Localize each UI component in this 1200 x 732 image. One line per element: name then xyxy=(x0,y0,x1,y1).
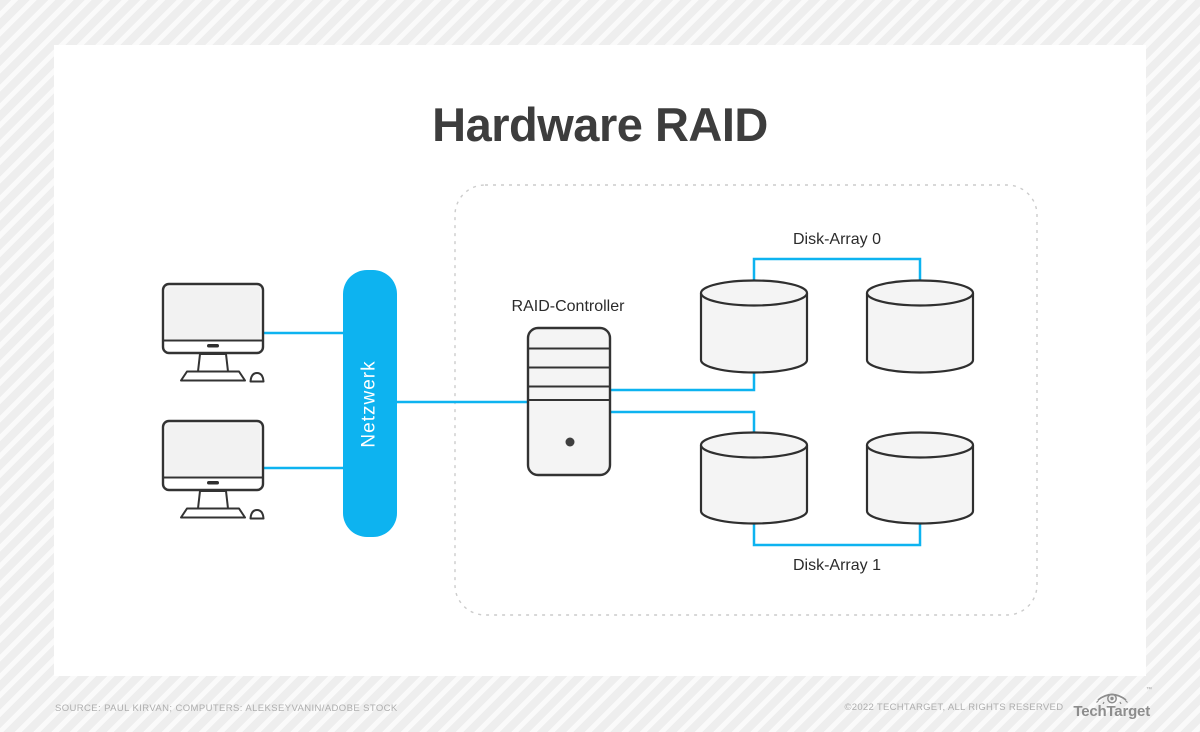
connector-controller-array0 xyxy=(610,371,756,392)
diagram-canvas xyxy=(161,184,1038,616)
mouse-icon xyxy=(249,372,265,383)
server-tower-icon xyxy=(526,326,612,477)
connector-controller-array1 xyxy=(610,410,756,435)
disk-cylinder-icon xyxy=(865,279,975,374)
network-bar: Netzwerk xyxy=(343,270,397,537)
disk-cylinder-icon xyxy=(699,279,809,374)
mouse-icon xyxy=(249,509,265,520)
techtarget-logo: TechTarget ™ xyxy=(1073,687,1152,720)
disk-array-0-label: Disk-Array 0 xyxy=(792,231,881,248)
source-credit: SOURCE: PAUL KIRVAN; COMPUTERS: ALEKSEYV… xyxy=(55,703,398,714)
diagram-title: Hardware RAID xyxy=(432,98,768,151)
disk-cylinder-icon xyxy=(865,431,975,525)
raid-controller-label: RAID-Controller xyxy=(511,298,625,315)
raid-dashed-boundary xyxy=(454,184,1038,616)
desktop-computer-icon xyxy=(161,419,265,520)
copyright-text: ©2022 TECHTARGET, ALL RIGHTS RESERVED xyxy=(844,701,1064,713)
logo-wordmark: TechTarget xyxy=(1073,703,1150,720)
eye-icon xyxy=(1095,693,1128,704)
footer-right: ©2022 TECHTARGET, ALL RIGHTS RESERVED Te… xyxy=(844,686,1152,722)
diagram-card: Hardware RAID xyxy=(54,45,1146,676)
power-button-icon xyxy=(565,437,575,447)
disk-array-1-label: Disk-Array 1 xyxy=(792,557,881,574)
connector-array0-disks xyxy=(752,257,922,285)
connector-lines xyxy=(259,257,922,547)
trademark-symbol: ™ xyxy=(1146,687,1152,693)
desktop-computer-icon xyxy=(161,282,265,383)
connector-array1-disks xyxy=(752,520,922,547)
disk-array-0 xyxy=(699,279,975,374)
disk-cylinder-icon xyxy=(699,431,809,525)
network-bar-label: Netzwerk xyxy=(359,359,380,448)
disk-array-1 xyxy=(699,431,975,525)
